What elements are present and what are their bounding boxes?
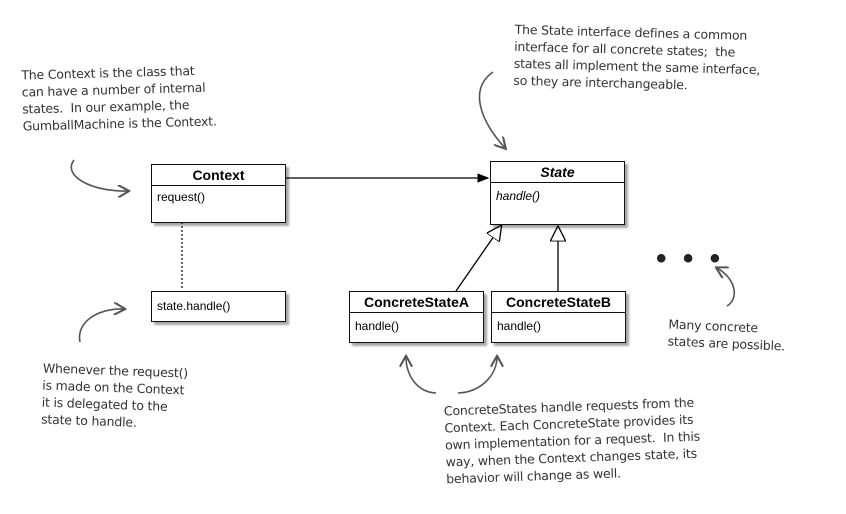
concrete-state-b-name: ConcreteStateB — [492, 292, 625, 313]
context-annotation: The Context is the class that can have a… — [21, 63, 217, 134]
concrete-states-annotation: ConcreteStates handle requests from the … — [443, 394, 701, 487]
many-note-arrow — [717, 268, 736, 307]
concrete-state-a-handle: handle() — [355, 319, 400, 333]
concrete-state-b-class: ConcreteStateB handle() — [491, 291, 626, 343]
concrete-note-arrow-a — [406, 357, 437, 394]
state-interface-name: State — [491, 162, 624, 183]
state-handle-method: handle() — [496, 189, 541, 203]
request-note-arrow — [78, 309, 124, 343]
state-interface: State handle() — [490, 161, 625, 225]
inheritance-arrow-a — [455, 226, 501, 292]
many-states-annotation: Many concrete states are possible. — [667, 316, 786, 354]
request-annotation: Whenever the request() is made on the Co… — [40, 360, 189, 430]
concrete-state-a-name: ConcreteStateA — [350, 292, 483, 313]
context-class: Context request() — [151, 164, 286, 223]
state-note-arrow — [478, 71, 505, 148]
delegate-call-text: state.handle() — [157, 299, 231, 313]
delegate-call-box: state.handle() — [151, 291, 286, 322]
concrete-state-b-handle: handle() — [497, 319, 542, 333]
concrete-state-a-class: ConcreteStateA handle() — [349, 291, 484, 343]
more-states-ellipsis: • • • — [656, 242, 725, 275]
context-request-method: request() — [157, 190, 206, 204]
state-annotation: The State interface defines a common int… — [513, 21, 761, 93]
concrete-note-arrow-b — [457, 357, 497, 394]
context-class-name: Context — [152, 165, 285, 186]
context-note-arrow — [70, 159, 128, 191]
